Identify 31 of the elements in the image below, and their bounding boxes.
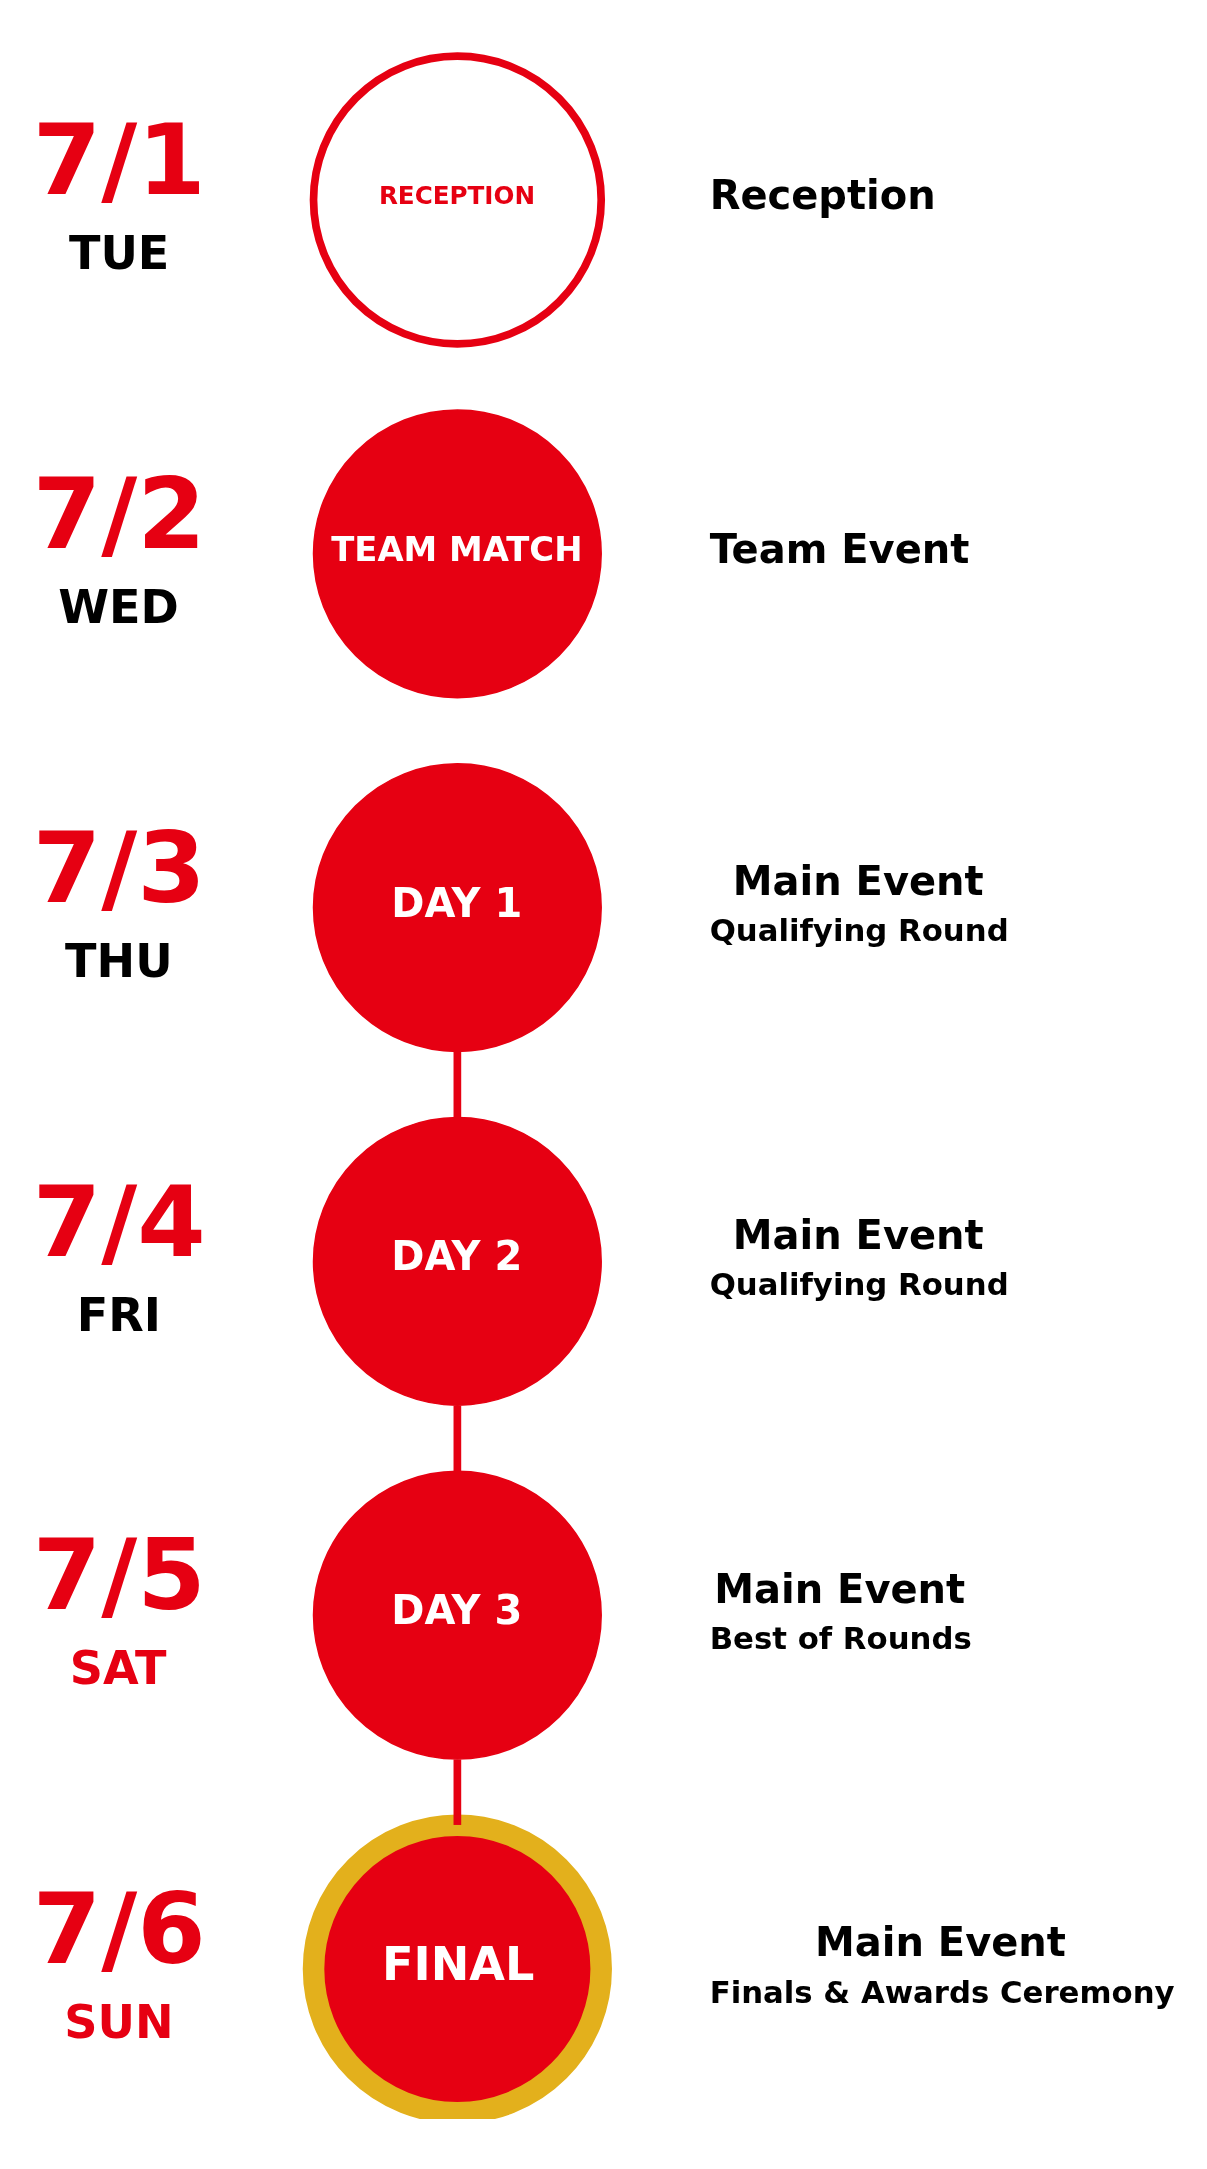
node-label: SAT [69,1641,167,1696]
node-circle: TEAM MATCH [312,409,602,699]
node-label: Finals & Awards Ceremony [709,1973,1175,2010]
node-label: Team Event [709,525,970,572]
node-label: Main Event [732,1211,984,1258]
node-label: 7/3 [32,810,206,925]
connector [453,1051,462,1118]
node-circle: FINAL [302,1814,612,2119]
connector [453,1405,462,1472]
node-label: Main Event [732,857,984,904]
node-circle: DAY 2 [312,1116,602,1406]
node-label: 7/4 [32,1164,206,1279]
node-circle: RECEPTION [309,52,606,348]
node-label: Main Event [815,1919,1066,1966]
node-label: Main Event [714,1565,966,1612]
node-label: FRI [76,1287,161,1342]
node-label: 7/5 [32,1518,206,1633]
node-label: Qualifying Round [709,1266,1009,1303]
node-circle: DAY 3 [312,1470,602,1760]
connector [453,1759,462,1825]
node-label: Qualifying Round [709,912,1009,949]
node-label: 7/6 [32,1872,206,1987]
node-label: Reception [709,171,936,218]
node-circle: DAY 1 [312,763,602,1053]
node-label: Best of Rounds [709,1620,972,1657]
node-label: TUE [68,226,170,281]
node-label: SUN [64,1995,174,2050]
node-label: WED [58,580,179,635]
node-label: 7/2 [32,456,206,571]
node-label: THU [65,933,173,988]
node-label: 7/1 [32,103,206,218]
